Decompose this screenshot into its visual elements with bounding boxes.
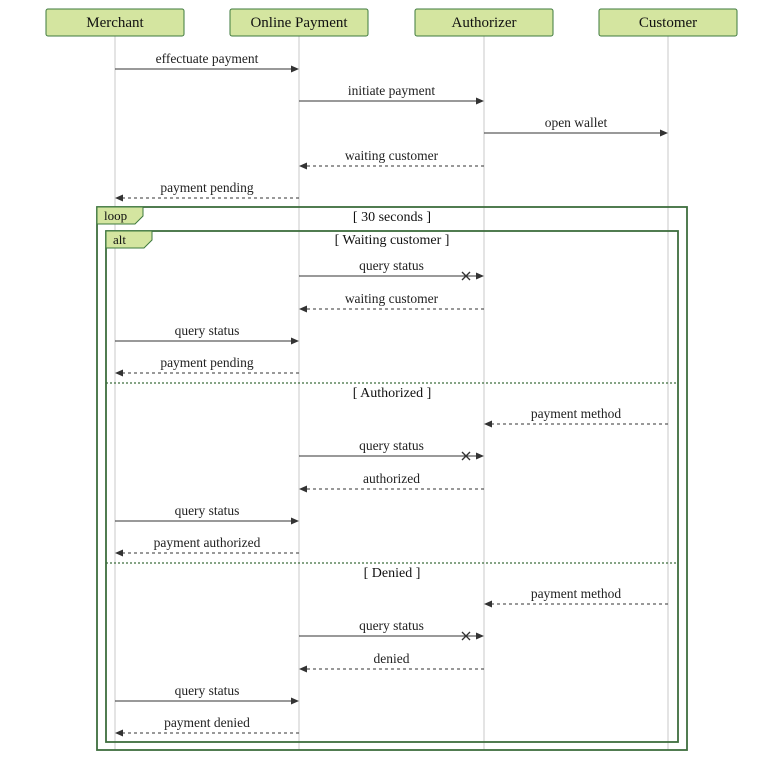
- arrowhead: [115, 729, 123, 737]
- arrowhead: [115, 549, 123, 557]
- message-query-status: query status: [299, 258, 484, 281]
- message-effectuate-payment: effectuate payment: [115, 51, 299, 73]
- alt-frame-tag: [105, 230, 153, 249]
- loop-frame-guard: [ 30 seconds ]: [353, 210, 431, 225]
- alt-frame: [105, 230, 679, 743]
- arrowhead: [299, 485, 307, 493]
- alt-frame-tag-label: alt: [113, 232, 126, 247]
- actor-box-online-payment: [229, 8, 369, 37]
- lost-message-cross-icon: [461, 631, 471, 641]
- alt-section-guard-authorized: [ Authorized ]: [353, 386, 432, 401]
- alt-section-guard-denied: [ Denied ]: [364, 566, 421, 581]
- message-authorized: authorized: [299, 471, 484, 493]
- arrowhead: [476, 452, 484, 460]
- message-payment-denied: payment denied: [115, 715, 299, 737]
- message-waiting-customer: waiting customer: [299, 148, 484, 170]
- actor-label-authorizer: Authorizer: [452, 15, 517, 31]
- message-initiate-payment: initiate payment: [299, 83, 484, 105]
- message-label: payment pending: [160, 180, 254, 195]
- message-label: waiting customer: [345, 291, 439, 306]
- message-label: payment denied: [164, 715, 250, 730]
- arrowhead: [291, 517, 299, 525]
- message-label: initiate payment: [348, 83, 436, 98]
- arrowhead: [115, 194, 123, 202]
- actor-authorizer: Authorizer: [414, 8, 554, 37]
- message-query-status: query status: [115, 683, 299, 705]
- message-query-status: query status: [115, 323, 299, 345]
- loop-frame: [96, 206, 688, 751]
- alt-section-guard-waiting: [ Waiting customer ]: [335, 233, 450, 248]
- actor-box-customer: [598, 8, 738, 37]
- message-label: waiting customer: [345, 148, 439, 163]
- arrowhead: [291, 65, 299, 73]
- message-label: effectuate payment: [156, 51, 259, 66]
- arrowhead: [115, 369, 123, 377]
- message-label: authorized: [363, 471, 420, 486]
- arrowhead: [476, 272, 484, 280]
- message-label: denied: [374, 651, 410, 666]
- message-label: payment method: [531, 406, 622, 421]
- arrowhead: [476, 632, 484, 640]
- message-query-status: query status: [115, 503, 299, 525]
- message-payment-method: payment method: [484, 406, 668, 428]
- arrowhead: [299, 305, 307, 313]
- arrowhead: [476, 97, 484, 105]
- message-waiting-customer: waiting customer: [299, 291, 484, 313]
- arrowhead: [291, 697, 299, 705]
- message-query-status: query status: [299, 438, 484, 461]
- message-query-status: query status: [299, 618, 484, 641]
- loop-frame-tag: [96, 206, 144, 225]
- message-payment-pending: payment pending: [115, 180, 299, 202]
- lost-message-cross-icon: [461, 271, 471, 281]
- message-denied: denied: [299, 651, 484, 673]
- actors: Merchant Online Payment Authorizer Customer: [45, 8, 738, 37]
- message-label: query status: [359, 438, 424, 453]
- actor-merchant: Merchant: [45, 8, 185, 37]
- actor-box-merchant: [45, 8, 185, 37]
- actor-label-customer: Customer: [639, 15, 697, 31]
- message-label: open wallet: [545, 115, 608, 130]
- arrowhead: [299, 162, 307, 170]
- lifelines: [114, 36, 669, 750]
- arrowhead: [484, 420, 492, 428]
- message-payment-method: payment method: [484, 586, 668, 608]
- arrowhead: [291, 337, 299, 345]
- message-payment-authorized: payment authorized: [115, 535, 299, 557]
- message-label: payment authorized: [154, 535, 261, 550]
- message-label: query status: [175, 503, 240, 518]
- arrowhead: [484, 600, 492, 608]
- message-open-wallet: open wallet: [484, 115, 668, 137]
- message-label: query status: [359, 618, 424, 633]
- lost-message-cross-icon: [461, 451, 471, 461]
- message-label: payment method: [531, 586, 622, 601]
- message-label: query status: [175, 323, 240, 338]
- combined-fragments: loop [ 30 seconds ] alt [ Waiting custom…: [96, 206, 688, 751]
- arrowhead: [660, 129, 668, 137]
- message-payment-pending: payment pending: [115, 355, 299, 377]
- loop-frame-tag-label: loop: [104, 208, 127, 223]
- actor-label-online-payment: Online Payment: [250, 15, 348, 31]
- actor-customer: Customer: [598, 8, 738, 37]
- message-label: query status: [175, 683, 240, 698]
- actor-label-merchant: Merchant: [86, 15, 144, 31]
- message-label: query status: [359, 258, 424, 273]
- actor-online-payment: Online Payment: [229, 8, 369, 37]
- messages: effectuate payment initiate payment open w…: [115, 51, 668, 737]
- message-label: payment pending: [160, 355, 254, 370]
- arrowhead: [299, 665, 307, 673]
- actor-box-authorizer: [414, 8, 554, 37]
